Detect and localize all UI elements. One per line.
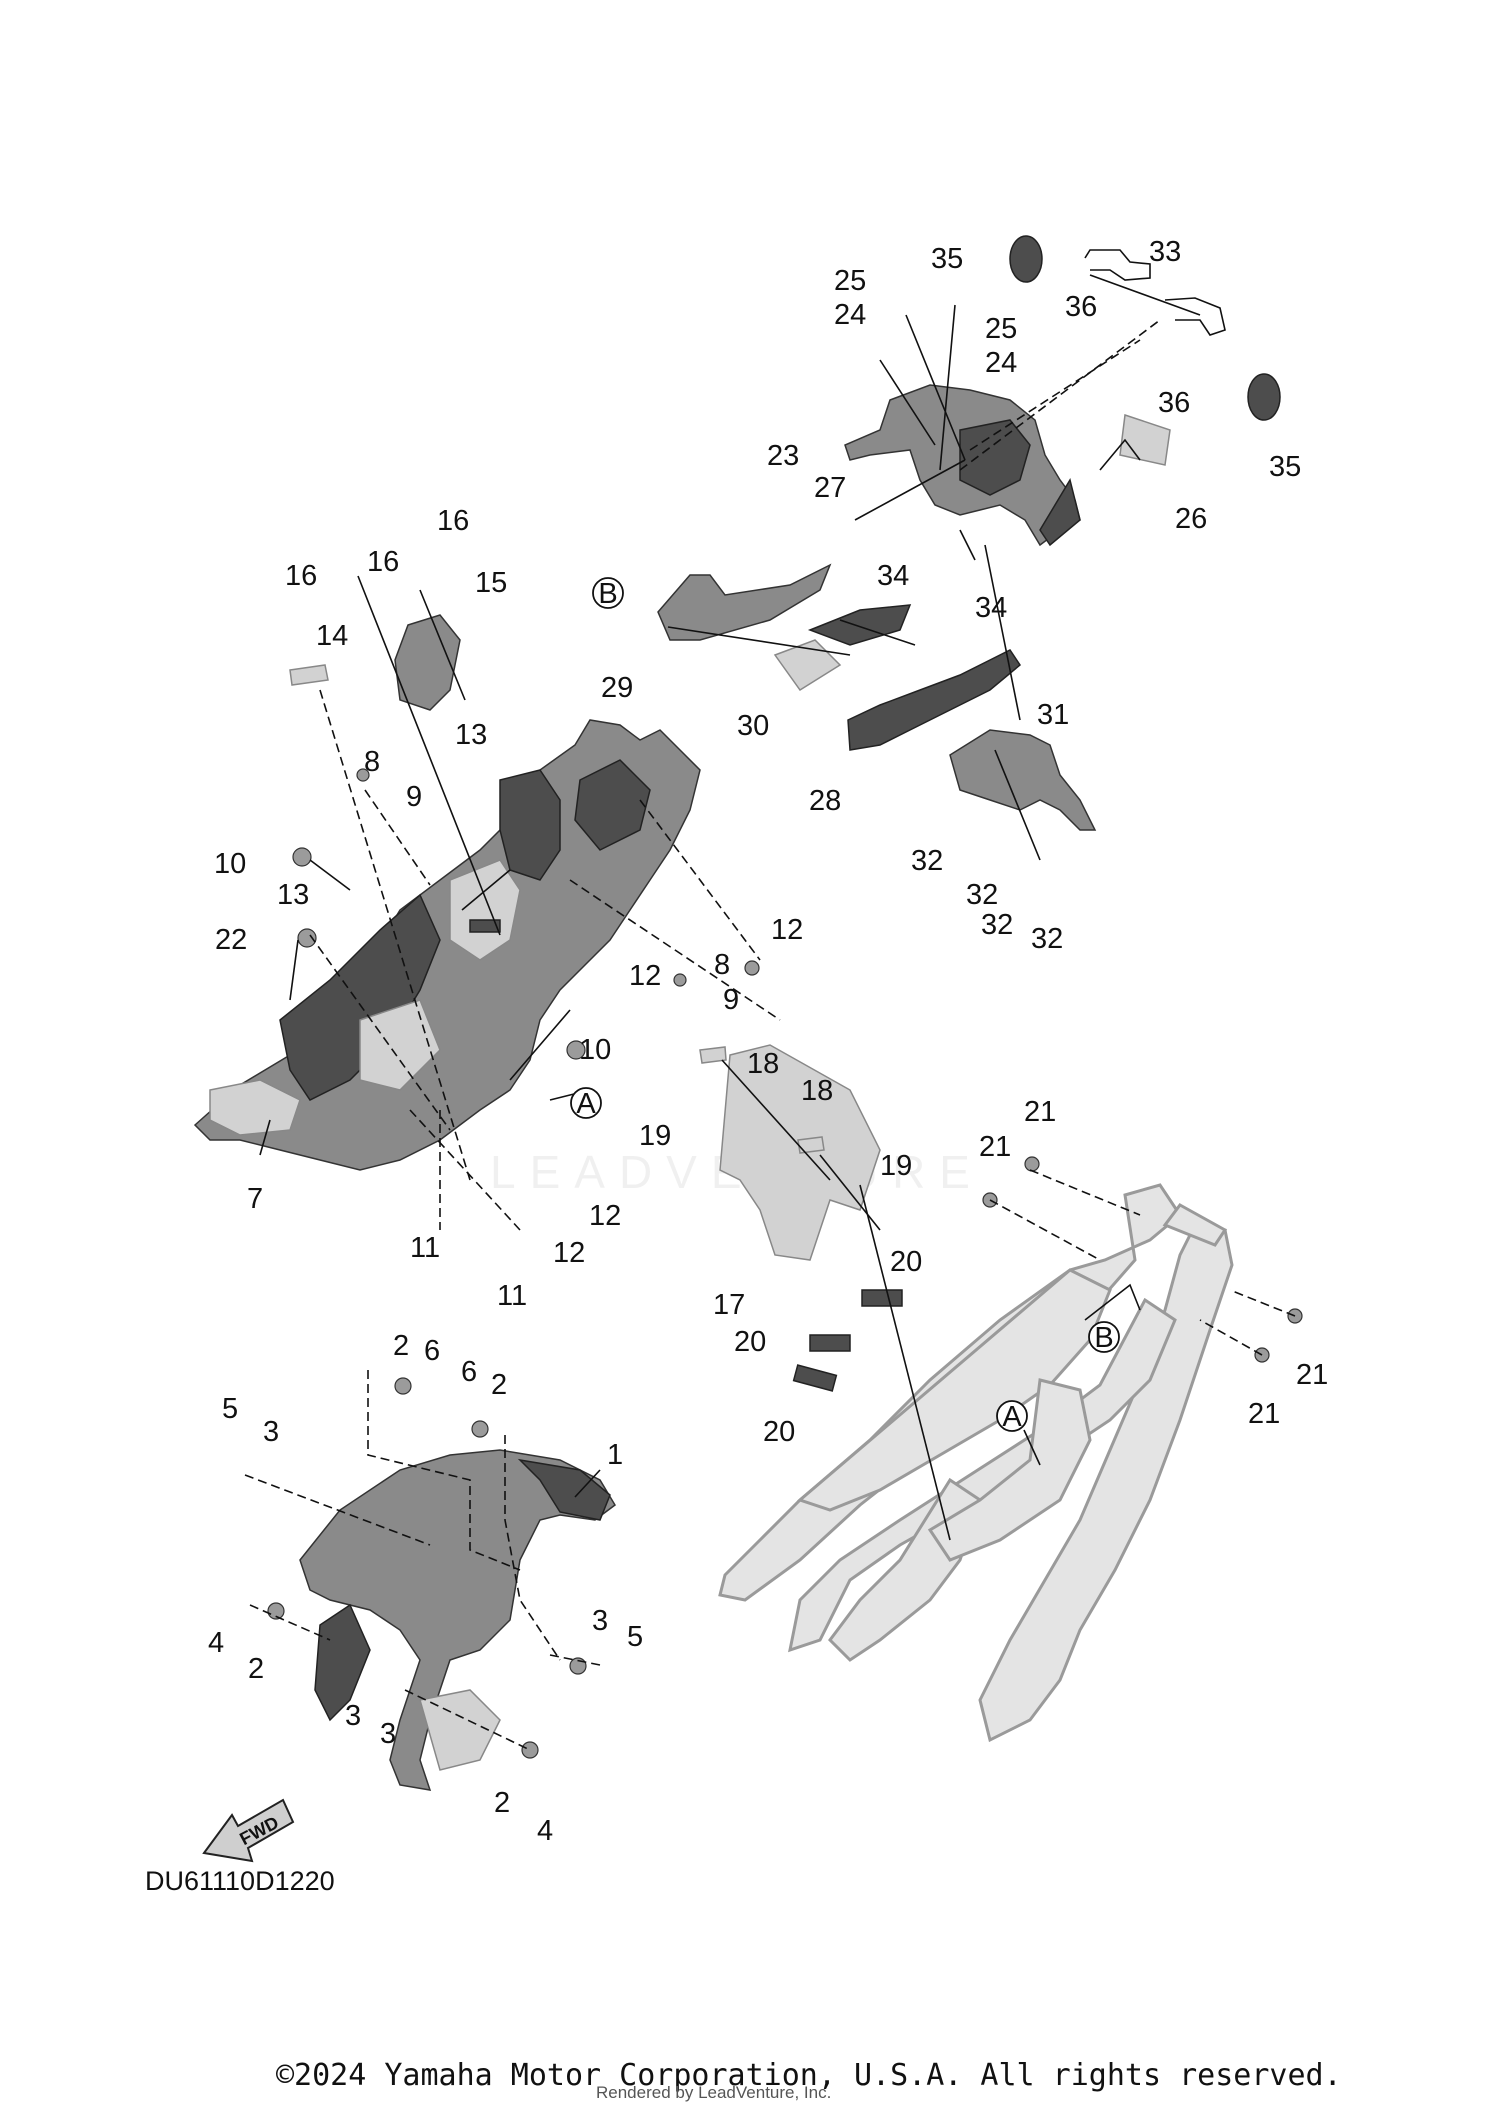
callout-26: 26 [1175,503,1207,535]
callout-20: 20 [763,1416,795,1448]
front-fender-illustration [299,1449,616,1791]
ref-b-marker-upper [592,577,624,609]
callout-28: 28 [809,785,841,817]
callout-29: 29 [601,672,633,704]
copyright-notice: ©2024 Yamaha Motor Corporation, U.S.A. A… [276,2058,1342,2093]
callout-12: 12 [553,1237,585,1269]
callout-11: 11 [497,1280,527,1312]
callout-21: 21 [1248,1398,1280,1430]
callout-3: 3 [345,1700,361,1732]
callout-25: 25 [834,265,866,297]
leader-lines [244,304,1296,1751]
callout-13: 13 [277,879,309,911]
callout-22: 22 [215,924,247,956]
callout-3: 3 [380,1718,396,1750]
callout-34: 34 [975,592,1007,624]
callout-4: 4 [208,1627,224,1659]
callout-2: 2 [393,1330,409,1362]
callout-24: 24 [834,299,866,331]
callout-12: 12 [771,914,803,946]
callout-27: 27 [814,472,846,504]
callout-2: 2 [494,1787,510,1819]
side-cover-bracket-illustration [657,563,1097,831]
callout-3: 3 [592,1605,608,1637]
callout-2: 2 [248,1653,264,1685]
callout-23: 23 [767,440,799,472]
callout-20: 20 [734,1326,766,1358]
callout-35: 35 [1269,451,1301,483]
callout-35: 35 [931,243,963,275]
small-parts-illustration [267,614,1303,1759]
callout-16: 16 [367,546,399,578]
callout-7: 7 [247,1183,263,1215]
ref-a-marker-upper [570,1087,602,1119]
callout-6: 6 [461,1356,477,1388]
ref-a-label-lower: A [1002,1401,1022,1433]
callout-21: 21 [979,1131,1011,1163]
callout-16: 16 [285,560,317,592]
callout-30: 30 [737,710,769,742]
ref-a-marker-lower [996,1400,1028,1432]
callout-36: 36 [1065,291,1097,323]
ref-a-label-upper: A [576,1088,596,1120]
reference-markers: B A B A [570,577,1120,1433]
callout-4: 4 [537,1815,553,1847]
callout-17: 17 [713,1289,745,1321]
callout-10: 10 [214,848,246,880]
callout-20: 20 [890,1246,922,1278]
callout-32: 32 [966,879,998,911]
callout-25: 25 [985,313,1017,345]
rear-fender-illustration [193,719,701,1171]
callout-10: 10 [579,1034,611,1066]
callout-32: 32 [911,845,943,877]
callout-19: 19 [639,1120,671,1152]
callout-8: 8 [714,949,730,981]
rendered-by-credit: Rendered by LeadVenture, Inc. [596,2083,832,2102]
callout-3: 3 [263,1416,279,1448]
callout-21: 21 [1024,1096,1056,1128]
callout-2: 2 [491,1369,507,1401]
callout-13: 13 [455,719,487,751]
callout-31: 31 [1037,699,1069,731]
callout-9: 9 [406,781,422,813]
callout-12: 12 [629,960,661,992]
callout-36: 36 [1158,387,1190,419]
callout-18: 18 [747,1048,779,1080]
callout-24: 24 [985,347,1017,379]
catalog-code: DU61110D1220 [145,1866,335,1896]
callout-8: 8 [364,746,380,778]
callout-32: 32 [1031,923,1063,955]
callout-1: 1 [607,1439,623,1471]
callout-15: 15 [475,567,507,599]
callout-9: 9 [723,984,739,1016]
callout-18: 18 [801,1075,833,1107]
callout-numbers: 1 2 2 2 2 3 3 3 3 4 4 5 5 6 6 7 8 8 9 9 … [208,236,1328,1847]
ref-b-marker-lower [1088,1321,1120,1353]
callout-12: 12 [589,1200,621,1232]
callout-32: 32 [981,909,1013,941]
callout-14: 14 [316,620,348,652]
ref-b-label-lower: B [1094,1322,1113,1354]
callout-6: 6 [424,1335,440,1367]
fwd-arrow: FWD [202,1798,295,1863]
rear-frame-illustration [718,1183,1234,1743]
callout-21: 21 [1296,1359,1328,1391]
ref-b-label-upper: B [598,578,617,610]
callout-5: 5 [627,1621,643,1653]
tail-cover-assembly-illustration [844,235,1281,547]
callout-11: 11 [410,1232,440,1264]
callout-19: 19 [880,1150,912,1182]
callout-16: 16 [437,505,469,537]
callout-5: 5 [222,1393,238,1425]
callout-34: 34 [877,560,909,592]
callout-33: 33 [1149,236,1181,268]
